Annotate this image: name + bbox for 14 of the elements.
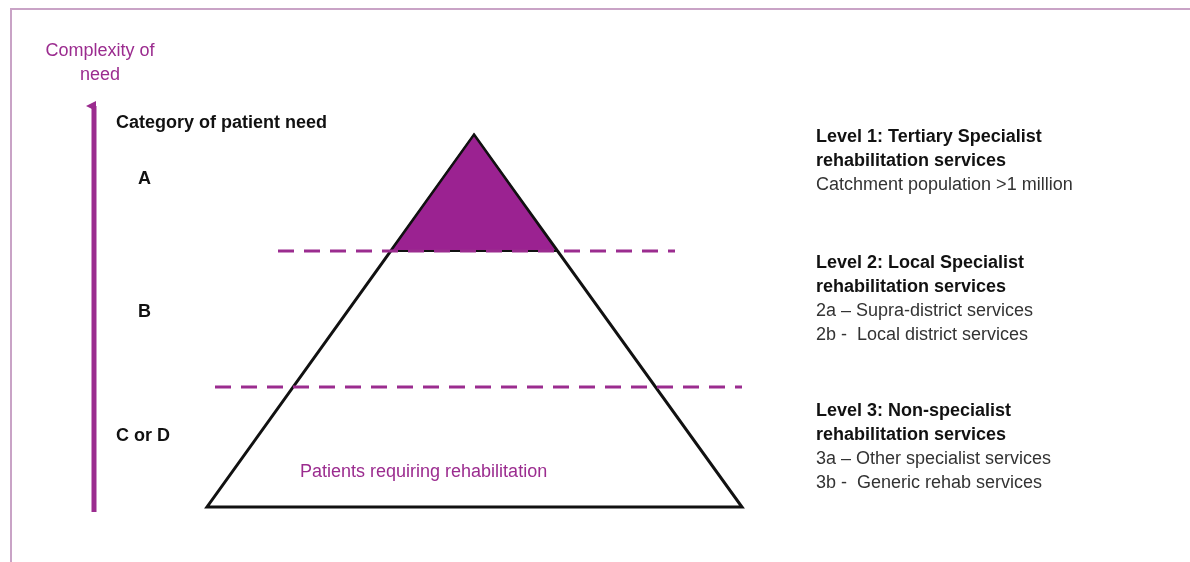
level-heading: Level 2: Local Specialist rehabilitation services: [816, 251, 1026, 298]
level-description: 2b - Local district services: [816, 323, 1030, 346]
category-letter: B: [138, 300, 152, 323]
level-heading: Level 1: Tertiary Specialist rehabilitation services: [816, 125, 1043, 172]
category-letter: C or D: [116, 424, 171, 447]
level-description: 3a – Other specialist services: [816, 447, 1053, 470]
axis-label: Complexity of need: [44, 39, 156, 86]
level-description: Catchment population >1 million: [816, 173, 1074, 196]
level-description: 2a – Supra-district services: [816, 299, 1035, 322]
level-description: 3b - Generic rehab services: [816, 471, 1044, 494]
pyramid-caption: Patients requiring rehabilitation: [300, 460, 549, 483]
level-heading: Level 3: Non-specialist rehabilitation services: [816, 399, 1013, 446]
axis-heading: Category of patient need: [116, 111, 329, 134]
category-letter: A: [138, 167, 152, 190]
